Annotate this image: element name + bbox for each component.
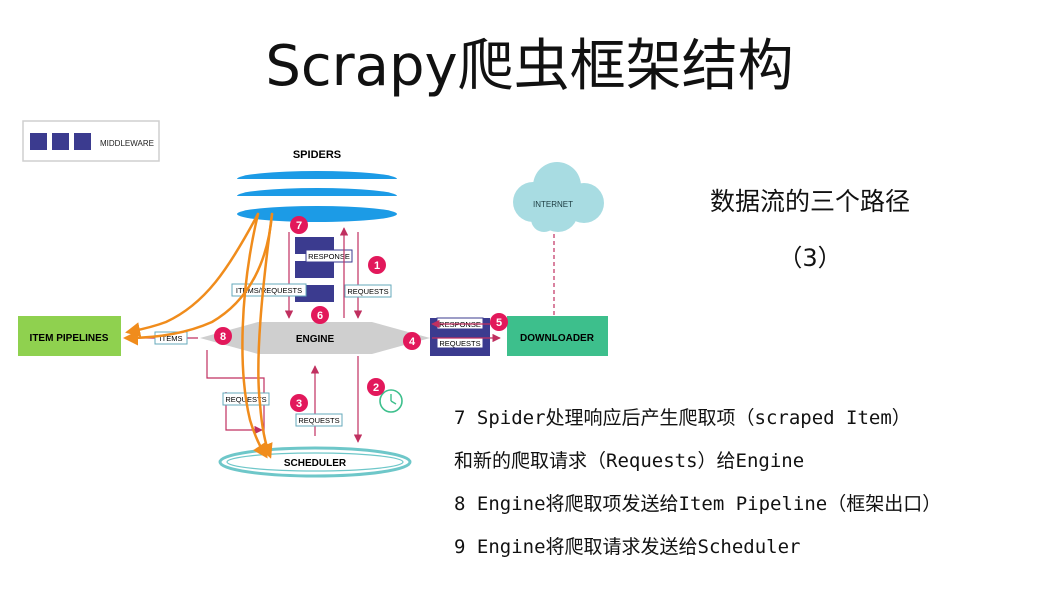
engine-shape: ENGINE: [200, 322, 430, 354]
svg-text:4: 4: [409, 336, 416, 348]
item-pipelines-box: ITEM PIPELINES: [18, 316, 121, 356]
explanation-line: 和新的爬取请求（Requests）给Engine: [454, 450, 805, 472]
explanation-line: 7 Spider处理响应后产生爬取项（scraped Item）: [454, 407, 911, 429]
svg-text:6: 6: [317, 310, 323, 322]
requests-label-mid: REQUESTS: [298, 416, 339, 425]
internet-label: INTERNET: [533, 200, 573, 209]
svg-text:3: 3: [296, 398, 302, 410]
engine-label: ENGINE: [296, 334, 335, 345]
downloader-box: DOWNLOADER: [507, 316, 608, 356]
items-requests-label: ITEMS/REQUESTS: [236, 286, 302, 295]
requests-label-right: REQUESTS: [439, 339, 480, 348]
highlight-paths: [123, 212, 274, 459]
explanation-line: 8 Engine将爬取项发送给Item Pipeline（框架出口）: [454, 493, 942, 515]
svg-text:2: 2: [373, 382, 379, 394]
step-badge-6: 6: [311, 306, 329, 324]
middleware-legend: MIDDLEWARE: [22, 120, 160, 162]
step-badge-3: 3: [290, 394, 308, 412]
downloader-label: DOWNLOADER: [520, 333, 595, 344]
explanation-line: 9 Engine将爬取请求发送给Scheduler: [454, 536, 801, 558]
svg-text:5: 5: [496, 317, 502, 329]
step-badge-5: 5: [490, 313, 508, 331]
svg-text:8: 8: [220, 331, 226, 343]
legend-label: MIDDLEWARE: [100, 139, 154, 148]
explanation-list: 7 Spider处理响应后产生爬取项（scraped Item） 和新的爬取请求…: [454, 397, 1054, 569]
scheduler-label: SCHEDULER: [284, 458, 347, 469]
internet-cloud: INTERNET: [513, 162, 604, 232]
step-badge-4: 4: [403, 332, 421, 350]
flow-arrows: [127, 227, 501, 443]
section-number: （3）: [778, 244, 842, 272]
item-pipelines-label: ITEM PIPELINES: [30, 333, 109, 344]
flow-labels: ITEMS/REQUESTS REQUESTS ITEMS REQUESTS R…: [154, 283, 392, 427]
step-badge-8: 8: [214, 327, 232, 345]
clock-icon: [379, 389, 403, 413]
section-heading: 数据流的三个路径: [709, 187, 910, 216]
step-badge-7: 7: [290, 216, 308, 234]
step-badges: 7 1 6 8 4 5 2 3: [214, 216, 508, 412]
response-label-top: RESPONSE: [308, 252, 350, 261]
spiders-component: SPIDERS: [237, 149, 397, 222]
requests-label-top: REQUESTS: [347, 287, 388, 296]
spiders-label: SPIDERS: [293, 149, 341, 161]
items-label: ITEMS: [160, 334, 183, 343]
svg-text:7: 7: [296, 220, 302, 232]
svg-text:1: 1: [374, 260, 380, 272]
step-badge-2: 2: [367, 378, 385, 396]
page-title: Scrapy爬虫框架结构: [265, 34, 794, 99]
step-badge-1: 1: [368, 256, 386, 274]
scheduler-ring: SCHEDULER: [218, 446, 412, 478]
